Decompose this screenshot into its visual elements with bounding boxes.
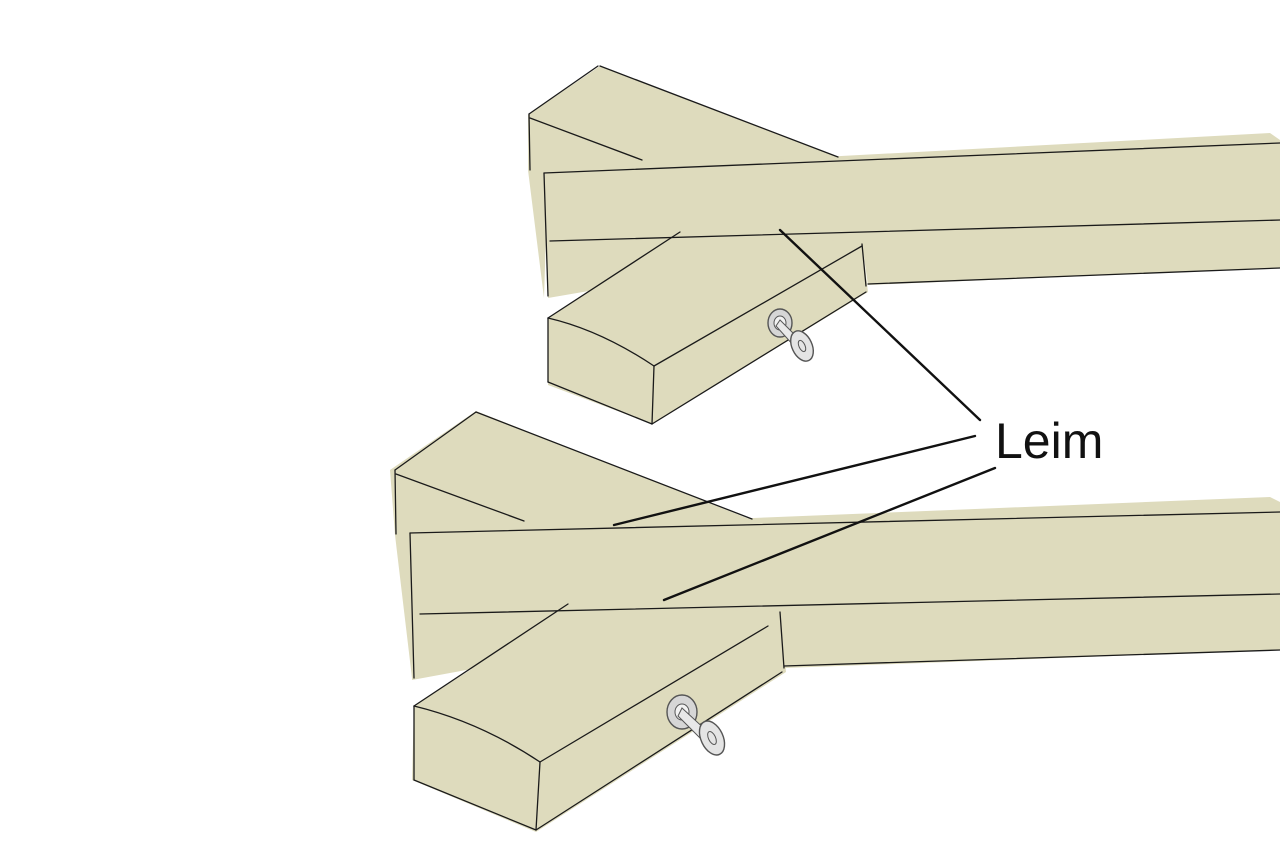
lower-joint: [390, 411, 1280, 832]
leader-lines: [612, 228, 997, 602]
lower-front-block: [412, 606, 786, 832]
lower-dowel-pin: [666, 694, 726, 756]
leader-line-middle: [612, 434, 977, 527]
glue-label: Leim: [995, 413, 1103, 469]
lower-outlines: [394, 411, 1280, 831]
upper-outlines: [528, 65, 1280, 425]
lower-back-beam: [390, 411, 752, 678]
upper-dowel-pin: [767, 308, 815, 362]
upper-joint: [528, 65, 1280, 425]
upper-front-block: [548, 232, 868, 424]
leader-line-lower: [662, 466, 997, 602]
leader-line-upper: [778, 228, 982, 422]
upper-back-beam: [528, 66, 840, 298]
